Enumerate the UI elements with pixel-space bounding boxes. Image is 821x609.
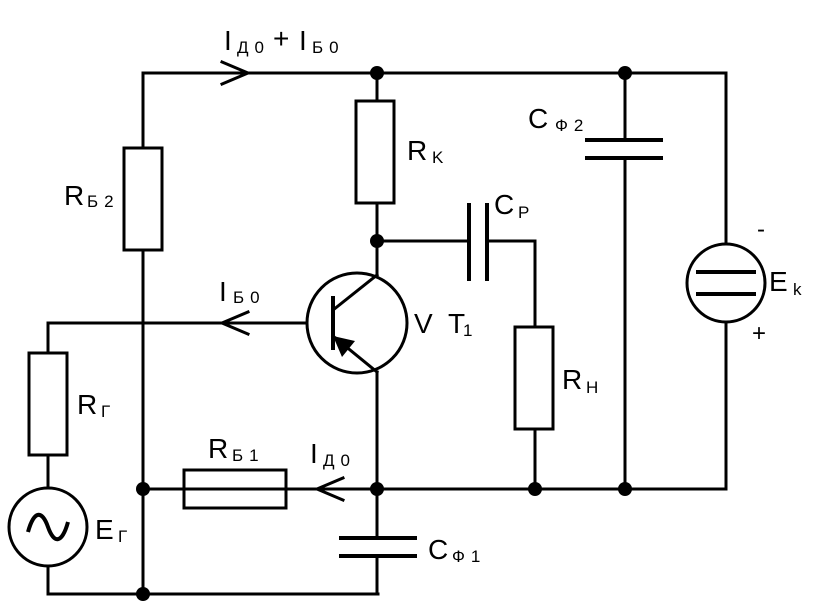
label-ek: E k - + (752, 216, 802, 347)
svg-text:R: R (208, 433, 228, 464)
svg-text:C: C (528, 103, 548, 134)
junction-dot (618, 482, 632, 496)
label-ib0: I Б0 (219, 276, 266, 307)
current-arrow-right-icon (220, 60, 252, 86)
svg-text:1: 1 (463, 321, 472, 340)
label-rb2: R Б2 (64, 180, 120, 211)
label-rk: R K (407, 135, 444, 167)
svg-text:C: C (494, 189, 514, 220)
label-rn: R H (562, 364, 598, 397)
resistor-rb1 (182, 468, 288, 510)
svg-text:R: R (64, 180, 84, 211)
svg-text:V T: V T (414, 308, 469, 339)
junctions (136, 66, 632, 601)
label-current-sub: Д0 (237, 38, 270, 57)
current-arrow-left-icon (218, 310, 250, 336)
transistor-body (305, 271, 409, 375)
label-current-plus: + (273, 23, 289, 54)
svg-text:I: I (310, 438, 318, 469)
resistor-rk (354, 99, 396, 205)
junction-dot (136, 587, 150, 601)
svg-text:Ф2: Ф2 (555, 116, 589, 135)
label-cf2: C Ф2 (528, 103, 589, 135)
label-id0: I Д0 (310, 438, 356, 470)
svg-text:Б0: Б0 (233, 288, 266, 307)
svg-text:Б2: Б2 (87, 192, 120, 211)
ac-source-body (7, 486, 89, 568)
svg-text:R: R (407, 135, 427, 166)
capacitor-cp (467, 203, 489, 281)
ac-source-eg (7, 486, 89, 568)
junction-dot (136, 482, 150, 496)
svg-text:Д0: Д0 (323, 451, 356, 470)
junction-dot (370, 66, 384, 80)
label-eg: E Г (95, 514, 127, 546)
transistor-vt1 (305, 271, 409, 375)
svg-text:P: P (518, 203, 529, 222)
resistor-rn (513, 325, 555, 431)
junction-dot (618, 66, 632, 80)
svg-text:R: R (562, 364, 582, 395)
label-vt1: V T 1 (414, 308, 472, 340)
label-current-i: I (224, 25, 232, 56)
svg-text:H: H (586, 378, 598, 397)
battery-ek (685, 242, 767, 324)
svg-text:C: C (428, 534, 448, 565)
transistor-collector-lead (330, 272, 380, 313)
junction-dot (370, 482, 384, 496)
svg-text:Г: Г (118, 527, 127, 546)
label-rg: R Г (77, 389, 110, 421)
current-arrow-left-icon (313, 476, 345, 502)
svg-text:R: R (77, 389, 97, 420)
label-rb1: R Б1 (208, 433, 265, 465)
svg-text:k: k (793, 280, 802, 299)
svg-text:E: E (95, 514, 114, 545)
svg-text:I: I (219, 276, 227, 307)
label-cp: C P (494, 189, 529, 222)
battery-plus-sign: + (752, 320, 766, 347)
resistor-rg (27, 351, 69, 457)
label-current-i: I (299, 25, 307, 56)
battery-body (685, 242, 767, 324)
sine-wave-icon (26, 512, 70, 542)
junction-dot (528, 482, 542, 496)
label-cf1: C Ф1 (428, 534, 486, 566)
junction-dot (370, 234, 384, 248)
emitter-arrow-icon (333, 336, 355, 357)
svg-text:Ф1: Ф1 (452, 547, 486, 566)
label-current-sub: Б0 (312, 38, 345, 57)
svg-text:Г: Г (101, 402, 110, 421)
svg-text:E: E (769, 266, 788, 297)
wires (46, 71, 728, 596)
svg-text:Б1: Б1 (232, 446, 265, 465)
svg-text:K: K (432, 148, 444, 167)
capacitor-cf1 (339, 536, 417, 558)
capacitor-cf2 (585, 138, 663, 160)
resistor-rb2 (122, 146, 164, 252)
battery-minus-sign: - (757, 216, 765, 243)
label-current-top: I Д0 + I Б0 (224, 23, 345, 57)
